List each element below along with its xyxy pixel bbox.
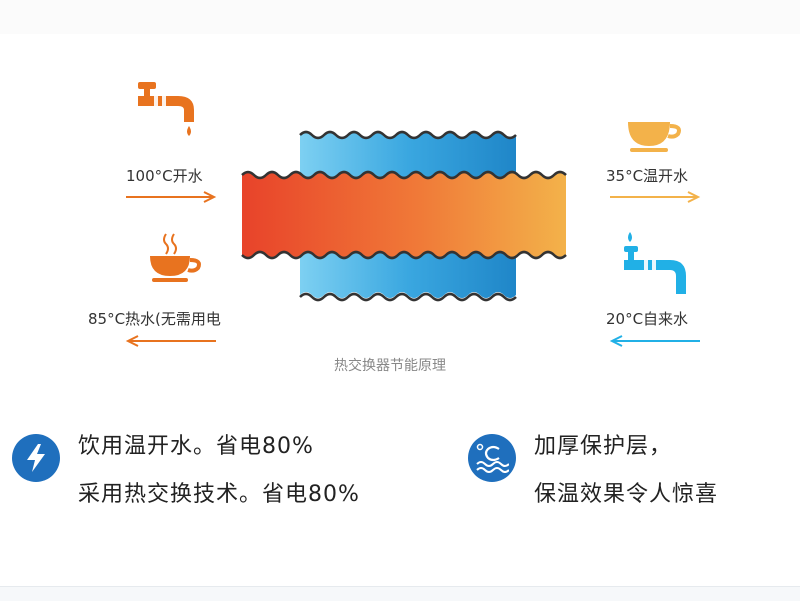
warm-water-label: 85°C热水(无需用电: [88, 310, 221, 328]
top-band: [0, 0, 800, 34]
tap-water-label: 20°C自来水: [606, 310, 689, 328]
cold-faucet-icon: [624, 232, 686, 294]
warm-boiled-water-label: 35°C温开水: [606, 167, 689, 185]
bottom-band: [0, 586, 800, 601]
hot-in-arrow: [126, 191, 217, 203]
cold-in-arrow: [609, 335, 700, 347]
hot-faucet-icon: [138, 82, 194, 136]
feature-insulation-line2: 保温效果令人惊喜: [534, 482, 719, 507]
diagram-caption: 热交换器节能原理: [334, 358, 446, 374]
temperature-wave-icon: [468, 434, 516, 482]
warm-out-arrow: [125, 335, 216, 347]
warm-cup-icon: [628, 122, 681, 152]
warm-out-right-arrow: [610, 191, 701, 203]
heat-exchanger-diagram: [241, 130, 567, 302]
hot-cup-icon: [150, 233, 201, 282]
feature-insulation-line1: 加厚保护层，: [534, 434, 673, 459]
feature-energy-line1: 饮用温开水。省电80%: [78, 434, 314, 459]
hot-water-label: 100°C开水: [126, 167, 203, 185]
feature-energy-line2: 采用热交换技术。省电80%: [78, 482, 360, 507]
lightning-icon: [12, 434, 60, 482]
